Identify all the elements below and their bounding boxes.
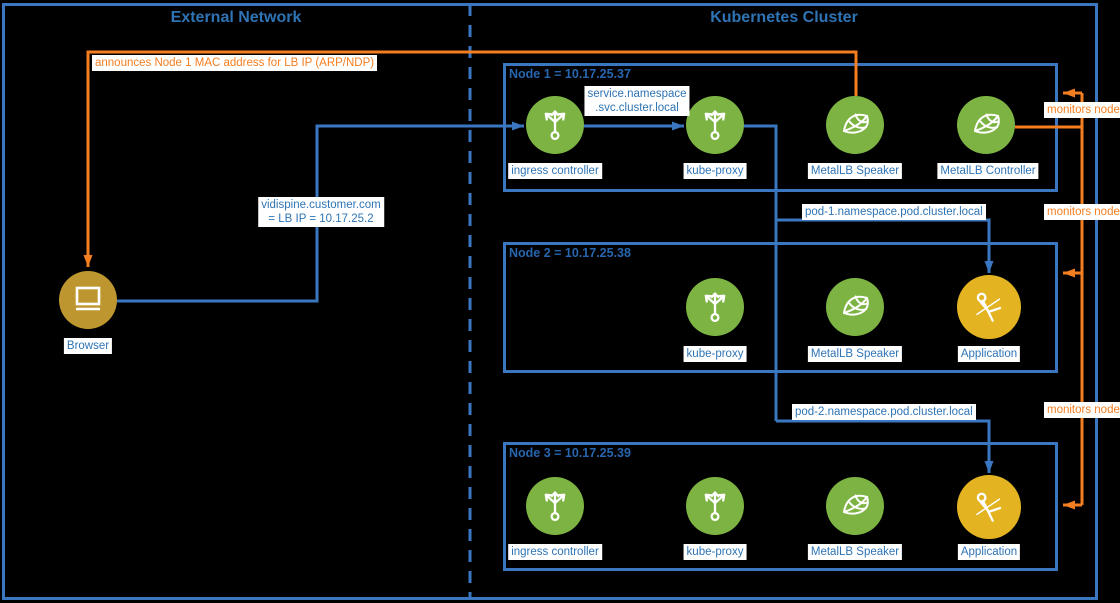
- node1-metallb-controller-label: MetalLB Controller: [937, 163, 1039, 179]
- node3-metallb-speaker-icon: [826, 477, 884, 535]
- monitors-node1-label: monitors node: [1044, 102, 1120, 118]
- browser-label: Browser: [63, 338, 113, 354]
- edge-kubeproxy-trunk: [744, 124, 778, 421]
- node1-ingress-controller-icon: [526, 96, 584, 154]
- node1-metallb-speaker-label: MetalLB Speaker: [807, 163, 903, 179]
- node3-application-icon: [957, 475, 1021, 539]
- node2-title: Node 2 = 10.17.25.38: [509, 246, 631, 260]
- node2-kube-proxy-label: kube-proxy: [683, 346, 747, 362]
- node3-kube-proxy-icon: [686, 477, 744, 535]
- node3-application-label: Application: [957, 544, 1021, 560]
- vidispine-label-line2: = LB IP = 10.17.25.2: [268, 213, 374, 225]
- edge-speaker-announce-to-browser: [83, 50, 858, 267]
- service-dns-line1: service.namespace: [587, 88, 687, 100]
- browser-icon: [59, 271, 117, 329]
- vidispine-label-line1: vidispine.customer.com: [261, 199, 381, 211]
- node2-application-label: Application: [957, 346, 1021, 362]
- announce-label: announces Node 1 MAC address for LB IP (…: [92, 55, 378, 71]
- service-dns-label: service.namespace .svc.cluster.local: [584, 86, 690, 116]
- node2-box: [503, 242, 1058, 373]
- node1-ingress-controller-label: ingress controller: [508, 163, 602, 179]
- node1-kube-proxy-icon: [686, 96, 744, 154]
- diagram-outer-border: [2, 3, 1098, 600]
- monitor-glyph: [75, 286, 101, 311]
- node1-metallb-controller-icon: [957, 96, 1015, 154]
- kubernetes-cluster-title: Kubernetes Cluster: [710, 9, 858, 26]
- node3-title: Node 3 = 10.17.25.39: [509, 446, 631, 460]
- node3-metallb-speaker-label: MetalLB Speaker: [807, 544, 903, 560]
- service-dns-line2: .svc.cluster.local: [595, 102, 679, 114]
- edge-pod2-to-application-node3: [776, 419, 994, 473]
- node1-kube-proxy-label: kube-proxy: [683, 163, 747, 179]
- monitors-node3-label: monitors node: [1044, 402, 1120, 418]
- pod2-dns-label: pod-2.namespace.pod.cluster.local: [792, 404, 976, 420]
- node2-application-icon: [957, 275, 1021, 339]
- edge-pod1-to-application-node2: [776, 218, 994, 273]
- node2-metallb-speaker-label: MetalLB Speaker: [807, 346, 903, 362]
- external-network-title: External Network: [170, 9, 302, 26]
- node1-metallb-speaker-icon: [826, 96, 884, 154]
- node2-kube-proxy-icon: [686, 278, 744, 336]
- pod1-dns-label: pod-1.namespace.pod.cluster.local: [802, 204, 986, 220]
- vidispine-label: vidispine.customer.com = LB IP = 10.17.2…: [258, 197, 384, 227]
- monitors-node2-label: monitors node: [1044, 204, 1120, 220]
- node1-title: Node 1 = 10.17.25.37: [509, 67, 631, 81]
- node3-ingress-controller-icon: [526, 477, 584, 535]
- node3-kube-proxy-label: kube-proxy: [683, 544, 747, 560]
- node2-metallb-speaker-icon: [826, 278, 884, 336]
- node3-ingress-controller-label: ingress controller: [508, 544, 602, 560]
- node3-box: [503, 442, 1058, 571]
